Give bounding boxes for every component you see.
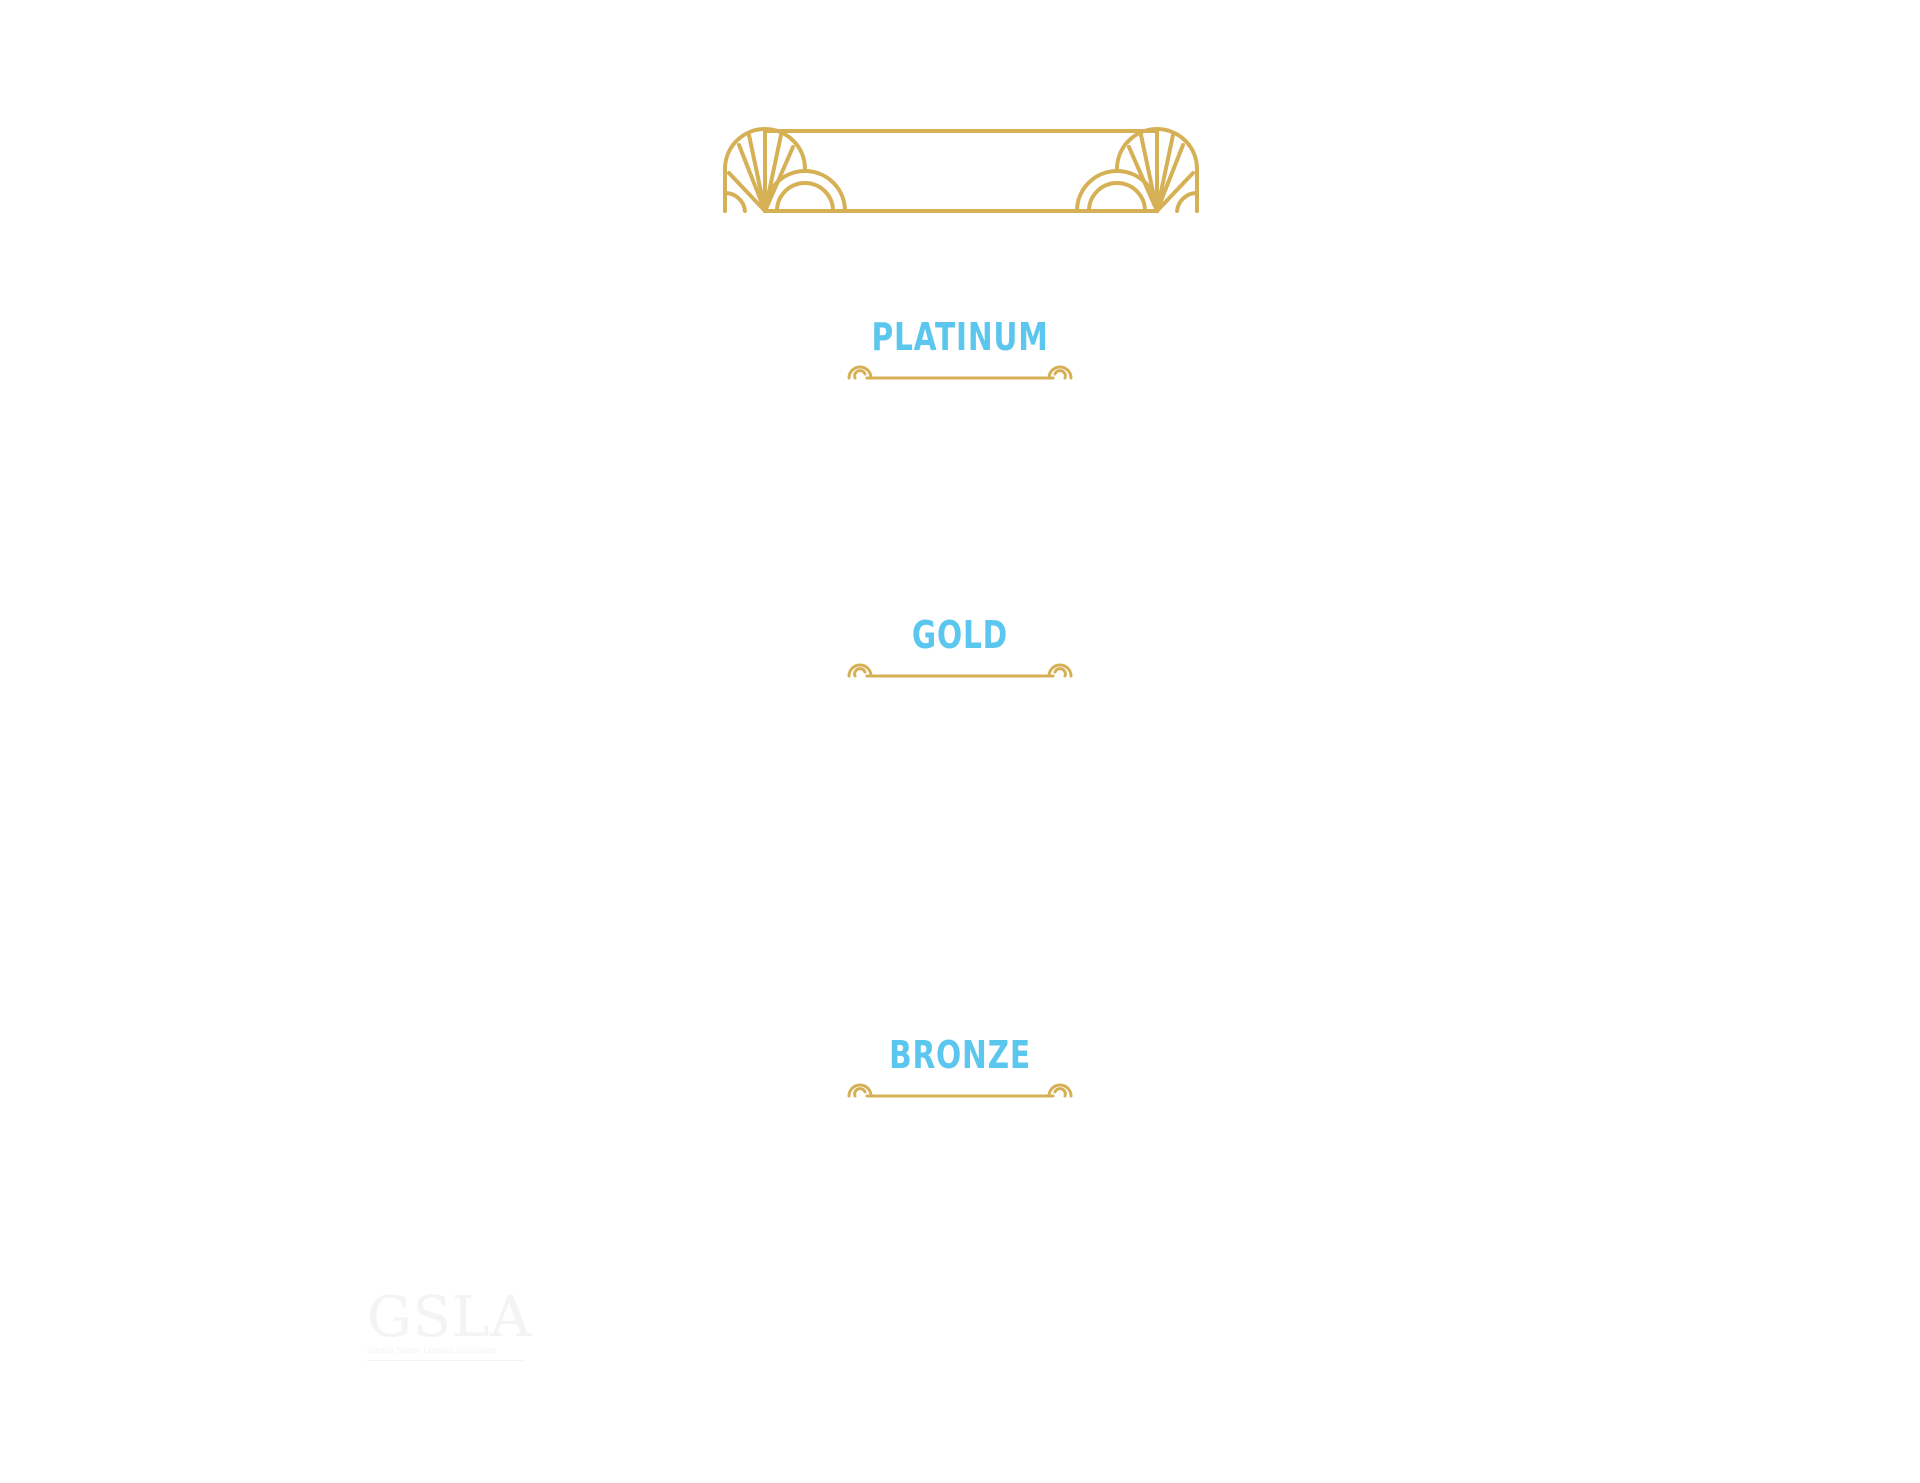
tier-gold: GOLD	[0, 612, 1920, 702]
logo-subtitle: Greater Seattle Libraries Association	[367, 1346, 523, 1361]
logo-wordmark: GSLA	[367, 1285, 532, 1350]
gsla-logo[interactable]: GSLA Greater Seattle Libraries Associati…	[367, 1285, 532, 1364]
scroll-divider-icon	[847, 663, 1073, 678]
tier-bronze: BRONZE	[0, 1032, 1920, 1122]
scroll-divider-icon	[847, 1083, 1073, 1098]
tier-title-gold: GOLD	[911, 613, 1009, 657]
tier-title-bronze: BRONZE	[889, 1033, 1031, 1077]
tier-title-platinum: PLATINUM	[871, 315, 1049, 359]
scroll-divider-icon	[847, 365, 1073, 380]
art-deco-fan-frame-icon	[723, 127, 1199, 213]
tier-platinum: PLATINUM	[0, 314, 1920, 404]
